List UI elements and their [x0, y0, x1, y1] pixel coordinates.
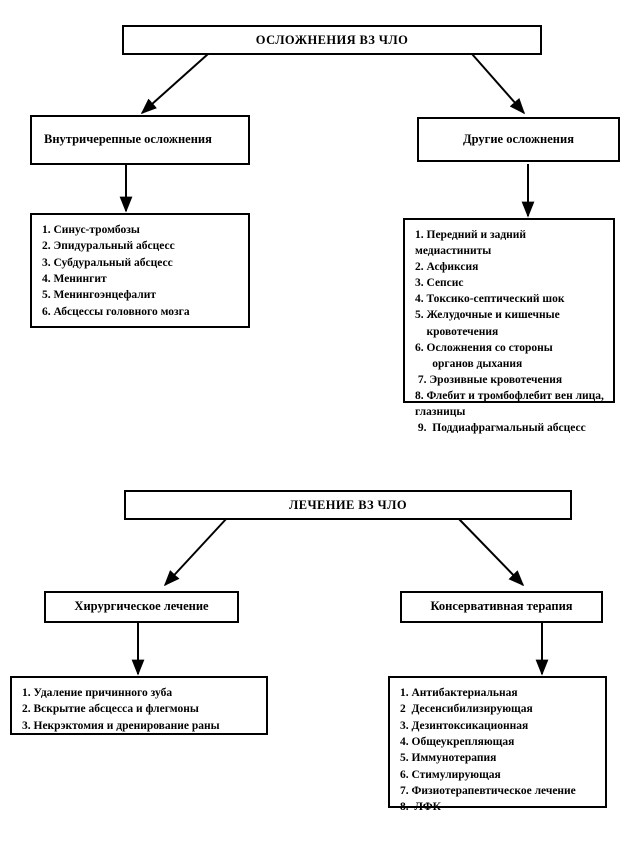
- list-item: 5. Менингоэнцефалит: [42, 289, 157, 302]
- list-item: 3. Сепсис: [415, 277, 464, 290]
- arrow-complications-to-intracranial: [140, 53, 209, 115]
- branch-box-other-complications[interactable]: Другие осложнения: [417, 117, 620, 162]
- branch-box-intracranial-label: Внутричерепные осложнения: [44, 132, 212, 147]
- list-item: 3. Дезинтоксикационная: [400, 719, 529, 732]
- list-item: 1. Антибактериальная: [400, 687, 518, 699]
- arrow-treatment-to-surgical: [163, 517, 228, 587]
- list-item: 6. Абсцессы головного мозга: [42, 305, 190, 318]
- list-item: 9. Поддиафрагмальный абсцесс: [415, 422, 586, 435]
- list-item: 3. Некрэктомия и дренирование раны: [22, 719, 220, 732]
- list-item: 3. Субдуральный абсцесс: [42, 256, 173, 269]
- list-item: 1. Передний и задний медиастиниты: [415, 229, 529, 258]
- arrow-treatment-to-conservative: [457, 517, 525, 587]
- list-item: 1. Удаление причинного зуба: [22, 687, 173, 699]
- list-item: 7. Эрозивные кровотечения: [415, 373, 563, 386]
- list-item: 1. Синус-тромбозы: [42, 224, 140, 236]
- list-item: 8. ЛФК: [400, 801, 442, 814]
- list-item: 4. Менингит: [42, 272, 107, 285]
- list-surgical: 1. Удаление причинного зуба 2. Вскрытие а…: [22, 685, 258, 734]
- section-title-treatment[interactable]: ЛЕЧЕНИЕ ВЗ ЧЛО: [124, 490, 572, 520]
- list-item: 6. Стимулирующая: [400, 768, 501, 781]
- list-item: 7. Физиотерапевтическое лечение: [400, 784, 576, 797]
- branch-box-conservative[interactable]: Консервативная терапия: [400, 591, 603, 623]
- list-item: 2. Эпидуральный абсцесс: [42, 240, 175, 253]
- branch-box-surgical-label: Хирургическое лечение: [74, 599, 209, 614]
- list-conservative: 1. Антибактериальная 2 Десенсибилизирующа…: [400, 685, 597, 816]
- list-other-complications: 1. Передний и задний медиастиниты 2. Асфи…: [415, 227, 605, 436]
- list-item: 2. Вскрытие абсцесса и флегмоны: [22, 703, 199, 716]
- list-item: 8. Флебит и тромбофлебит вен лица, глазн…: [415, 389, 604, 419]
- list-item: 4. Общеукрепляющая: [400, 735, 515, 748]
- arrow-complications-to-other: [471, 53, 526, 115]
- branch-box-intracranial[interactable]: Внутричерепные осложнения: [30, 115, 250, 165]
- list-item: 2. Асфиксия: [415, 261, 479, 274]
- list-item: 2 Десенсибилизирующая: [400, 703, 533, 716]
- list-item: 5. Желудочные и кишечные кровотечения: [415, 309, 560, 338]
- branch-box-surgical[interactable]: Хирургическое лечение: [44, 591, 239, 623]
- section-title-treatment-label: ЛЕЧЕНИЕ ВЗ ЧЛО: [289, 497, 407, 512]
- list-item: 4. Токсико-септический шок: [415, 293, 565, 306]
- list-box-intracranial[interactable]: 1. Синус-тромбозы 2. Эпидуральный абсцесс…: [30, 213, 250, 328]
- list-intracranial: 1. Синус-тромбозы 2. Эпидуральный абсцесс…: [42, 222, 240, 320]
- list-item: 6. Осложнения со стороны органов дыхания: [415, 341, 553, 370]
- list-box-surgical[interactable]: 1. Удаление причинного зуба 2. Вскрытие а…: [10, 676, 268, 735]
- section-title-complications-label: ОСЛОЖНЕНИЯ ВЗ ЧЛО: [255, 32, 409, 47]
- section-title-complications[interactable]: ОСЛОЖНЕНИЯ ВЗ ЧЛО: [122, 25, 542, 55]
- branch-box-conservative-label: Консервативная терапия: [430, 599, 573, 614]
- list-item: 5. Иммунотерапия: [400, 752, 497, 765]
- branch-box-other-complications-label: Другие осложнения: [463, 131, 574, 146]
- list-box-conservative[interactable]: 1. Антибактериальная 2 Десенсибилизирующа…: [388, 676, 607, 813]
- list-box-other-complications[interactable]: 1. Передний и задний медиастиниты 2. Асфи…: [403, 218, 615, 434]
